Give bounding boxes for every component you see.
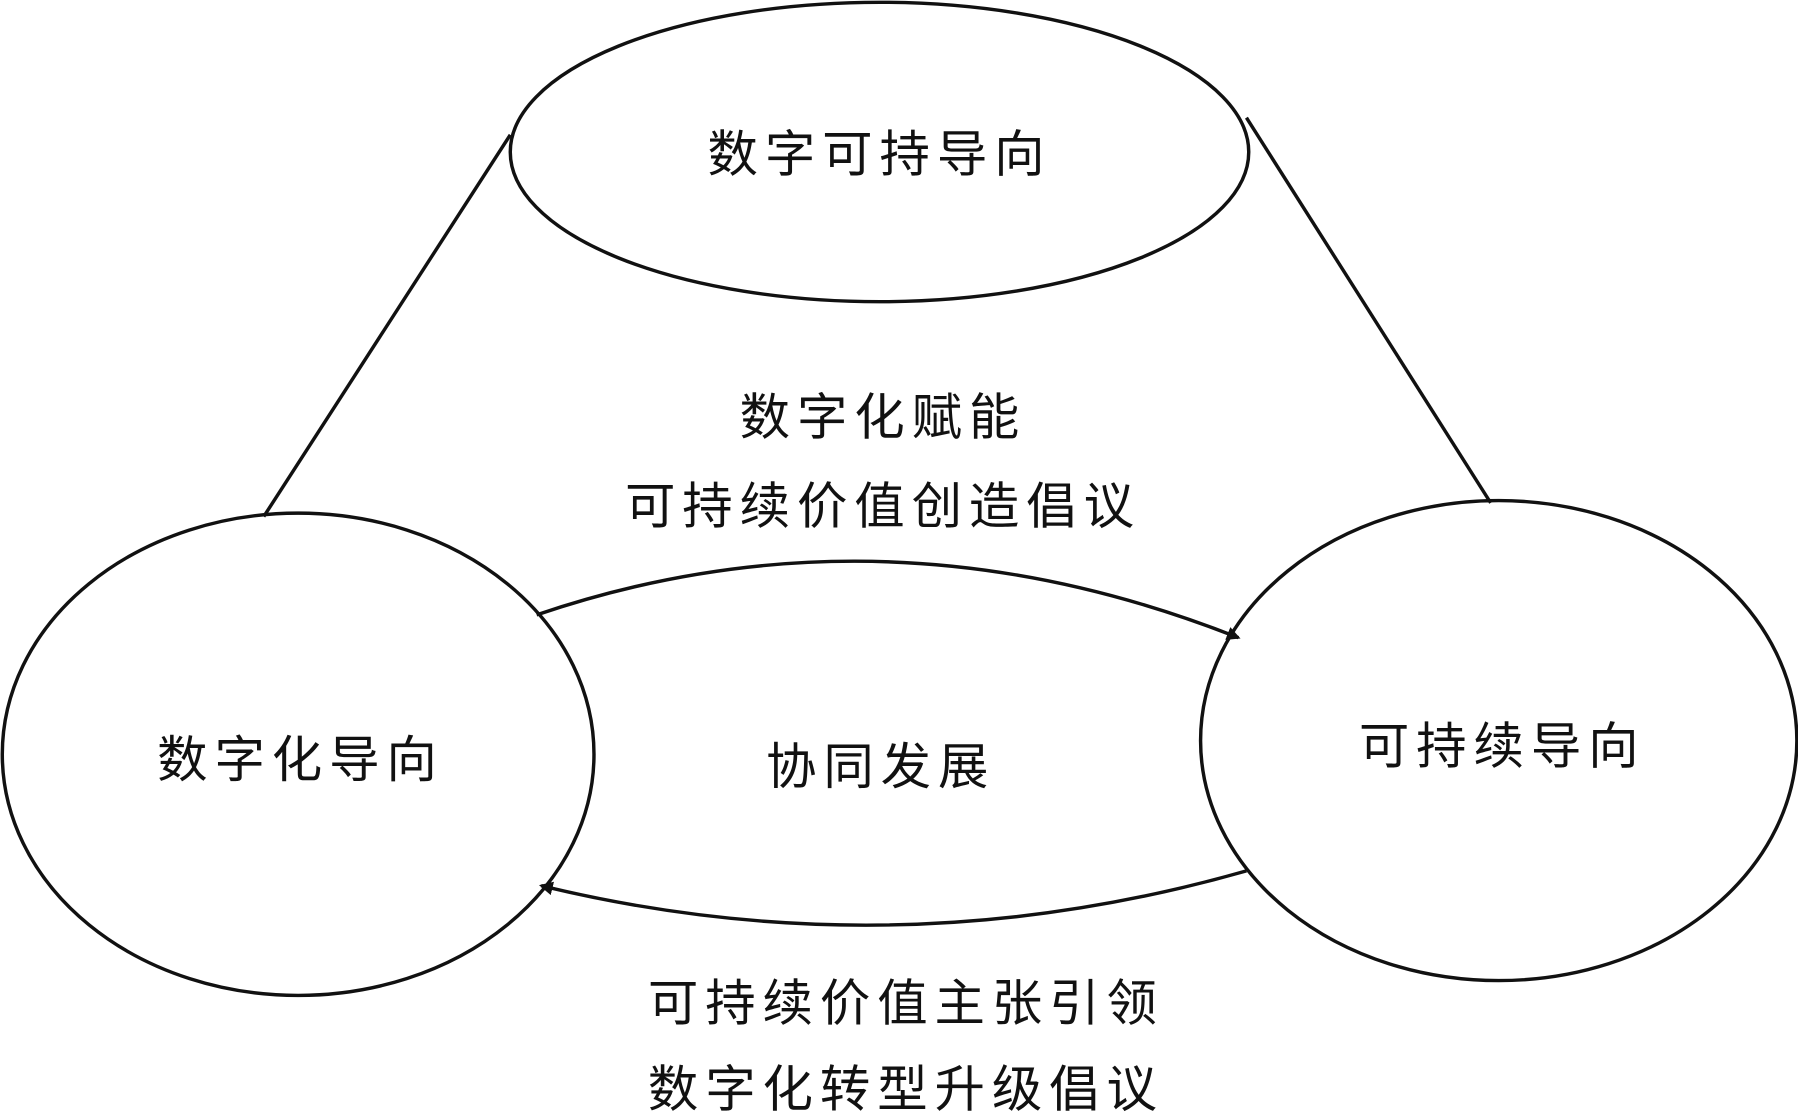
- node-top-ellipse: [508, 0, 1251, 304]
- lower-arrow-label-2: 数字化转型升级倡议: [648, 1059, 1164, 1118]
- node-left-label: 数字化导向: [157, 730, 444, 789]
- upper-arrow-label-2: 可持续价值创造倡议: [625, 477, 1141, 536]
- center-label: 协同发展: [766, 737, 995, 796]
- arrow-upper: [536, 559, 1241, 640]
- connector-right: [1244, 116, 1493, 504]
- upper-arrow-label-1: 数字化赋能: [740, 387, 1027, 446]
- node-right-ellipse: [1198, 498, 1798, 983]
- connector-left: [262, 133, 512, 518]
- node-left-ellipse: [0, 511, 596, 998]
- node-right-label: 可持续导向: [1359, 717, 1646, 776]
- lower-arrow-label-1: 可持续价值主张引领: [648, 974, 1164, 1033]
- node-top-label: 数字可持导向: [708, 125, 1052, 184]
- arrow-lower: [539, 869, 1247, 927]
